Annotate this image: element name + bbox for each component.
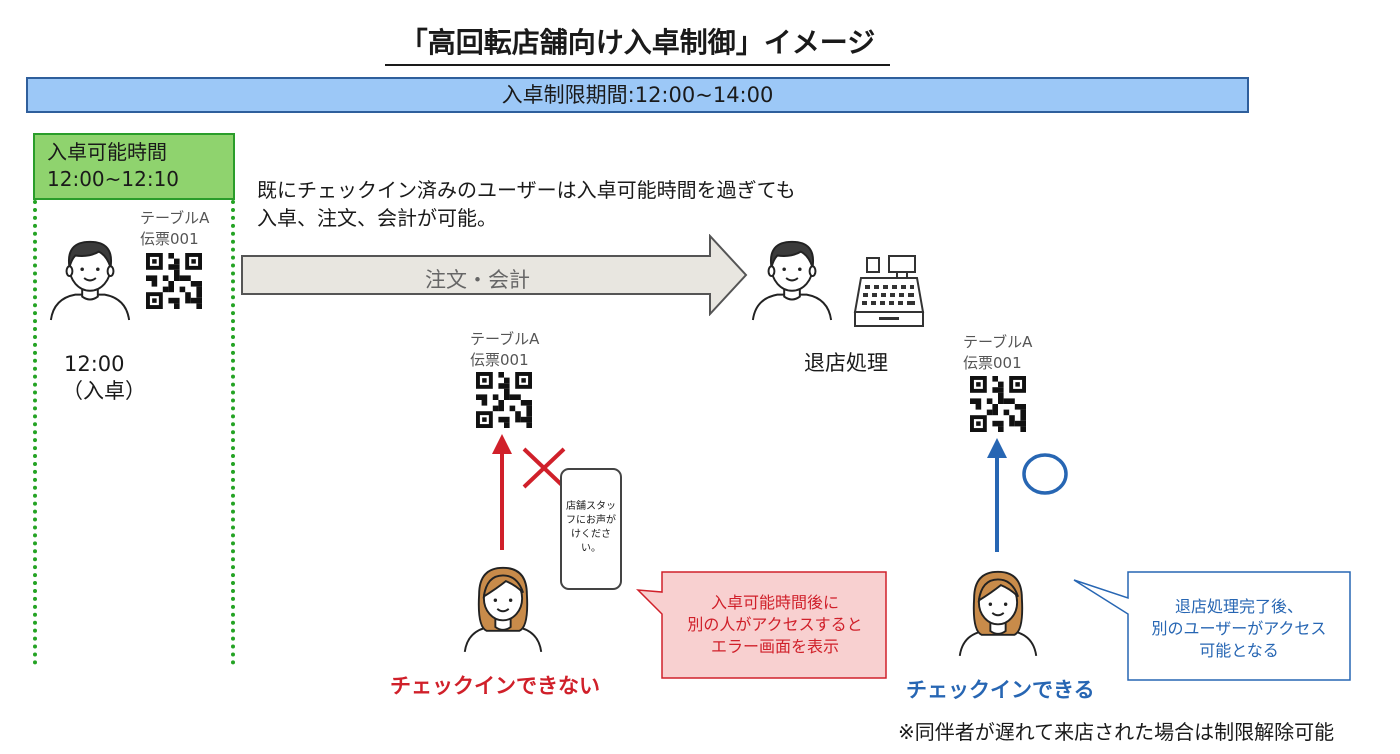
- success-callout-text: 退店処理完了後、 別のユーザーがアクセス 可能となる: [1128, 596, 1350, 662]
- checkout-label: 退店処理: [804, 351, 888, 375]
- qr-code-icon: [146, 253, 202, 309]
- restriction-period-bar: 入卓制限期間:12:00~14:00: [26, 77, 1249, 113]
- order-payment-label: 注文・会計: [425, 268, 530, 292]
- fail-ticket-slip-label: 伝票001: [470, 351, 529, 369]
- footnote: ※同伴者が遅れて来店された場合は制限解除可能: [898, 720, 1335, 744]
- ticket-slip-label: 伝票001: [140, 230, 199, 248]
- success-callout-bubble: [1073, 571, 1351, 681]
- success-ticket-table-label: テーブルA: [963, 333, 1033, 351]
- fail-callout-line1: 入卓可能時間後に: [710, 593, 839, 612]
- order-payment-arrow: [241, 234, 748, 316]
- success-callout-line3: 可能となる: [1199, 641, 1279, 660]
- fail-label: チェックインできない: [390, 674, 600, 698]
- success-woman-avatar-icon: [958, 570, 1038, 657]
- fail-callout-line2: 別の人がアクセスすると: [687, 615, 863, 634]
- phone-error-message: 店舗スタッフにお声がけください。: [566, 501, 616, 554]
- page-title: 「高回転店舗向け入卓制御」イメージ: [385, 24, 890, 66]
- checked-in-note-line2: 入卓、注文、会計が可能。: [257, 206, 497, 230]
- checkout-man-avatar-icon: [751, 240, 833, 322]
- success-access-arrow: [987, 438, 1007, 552]
- smartphone-icon: [560, 468, 622, 590]
- fail-callout-text: 入卓可能時間後に 別の人がアクセスすると エラー画面を表示: [662, 592, 888, 658]
- circle-mark-icon: [1022, 453, 1068, 495]
- window-dotted-right: [231, 200, 235, 665]
- success-ticket-slip-label: 伝票001: [963, 354, 1022, 372]
- success-label: チェックインできる: [906, 678, 1095, 702]
- woman-avatar-icon: [463, 566, 543, 653]
- fail-ticket-table-label: テーブルA: [470, 330, 540, 348]
- first-customer-entry-note: （入卓）: [62, 379, 146, 403]
- success-callout-line1: 退店処理完了後、: [1174, 597, 1303, 616]
- entry-window-time: 12:00~12:10: [47, 167, 180, 191]
- first-customer-time: 12:00: [64, 352, 125, 376]
- fail-callout-bubble: [636, 571, 887, 679]
- window-dotted-left: [33, 200, 37, 665]
- success-qr-code-icon: [970, 376, 1026, 432]
- fail-qr-code-icon: [476, 372, 532, 428]
- cash-register-icon: [853, 255, 925, 327]
- success-callout-line2: 別のユーザーがアクセス: [1151, 619, 1327, 638]
- cross-mark-icon: [522, 447, 566, 489]
- man-avatar-icon: [49, 240, 131, 322]
- ticket-table-label: テーブルA: [140, 209, 210, 227]
- entry-window-box: 入卓可能時間 12:00~12:10: [33, 133, 235, 200]
- checked-in-note-line1: 既にチェックイン済みのユーザーは入卓可能時間を過ぎても: [257, 178, 796, 202]
- entry-window-label: 入卓可能時間: [47, 140, 167, 164]
- fail-access-arrow: [492, 434, 512, 550]
- fail-callout-line3: エラー画面を表示: [710, 637, 839, 656]
- checked-in-note: 既にチェックイン済みのユーザーは入卓可能時間を過ぎても 入卓、注文、会計が可能。: [257, 176, 796, 232]
